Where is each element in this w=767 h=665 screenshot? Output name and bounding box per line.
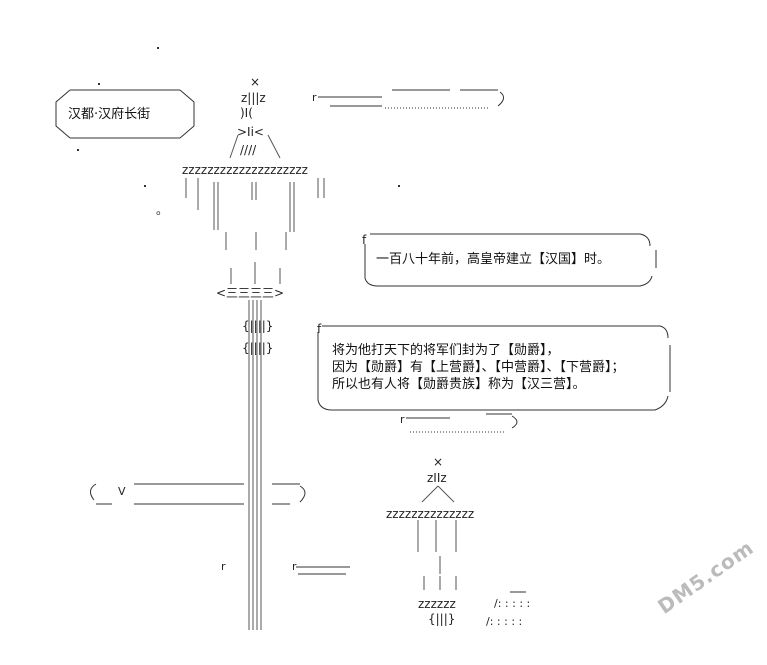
symbol-r: r <box>292 560 297 573</box>
caption2-f-mark: f <box>317 322 322 336</box>
caption1-top <box>370 233 651 247</box>
figure-x-mark: × <box>250 75 261 89</box>
figure-head: z|||z <box>241 91 266 105</box>
sign-right-edge <box>179 89 195 139</box>
pole-bracket: {||||} <box>242 341 274 355</box>
symbol-r: r <box>400 413 405 426</box>
symbol-v: V <box>118 485 126 498</box>
symbol-o: 。 <box>156 203 169 217</box>
caption2-line2: 因为【勋爵】有【上营爵】、【中营爵】、【下营爵】； <box>332 360 625 375</box>
figure-slashes: //// <box>240 143 257 157</box>
small-figure-x-mark: × <box>433 455 444 469</box>
location-sign: 汉都·汉府长街 <box>68 107 151 122</box>
dot <box>98 83 100 85</box>
small-figure-head: zIIz <box>427 471 447 485</box>
dot <box>157 47 159 49</box>
caption2-line1: 将为他打天下的将军们封为了【勋爵】， <box>332 343 560 358</box>
dot <box>144 185 146 187</box>
symbol-r: r <box>221 560 226 573</box>
figure-robe-top: zzzzzzzzzzzzzzzzzzzz <box>182 163 308 177</box>
dotted-grid: /: : : : : <box>486 615 523 628</box>
pole-bracket: {||||} <box>242 319 274 333</box>
dot <box>77 149 79 151</box>
symbol-r: r <box>312 91 317 104</box>
caption2-top <box>322 325 669 339</box>
caption1-bottom <box>364 244 653 287</box>
figure-neck: )I( <box>240 106 253 120</box>
caption2-bottom <box>317 332 669 411</box>
caption1-f-mark: f <box>362 233 367 247</box>
small-figure-robe: zzzzzzzzzzzzzz <box>386 507 475 521</box>
sign-left-edge <box>55 89 71 139</box>
caption2-line3: 所以也有人将【勋爵贵族】称为【汉三营】。 <box>332 377 586 392</box>
small-figure-bottom: {|||} <box>428 612 456 626</box>
dot <box>398 185 400 187</box>
caption1-line1: 一百八十年前，高皇帝建立【汉国】时。 <box>376 252 611 267</box>
small-figure-base: zzzzzz <box>418 597 456 611</box>
figure-collar: >Ii< <box>237 125 264 139</box>
figure-base-block: <三三三三> <box>216 286 285 300</box>
dotted-grid: /: : : : : <box>494 597 531 610</box>
